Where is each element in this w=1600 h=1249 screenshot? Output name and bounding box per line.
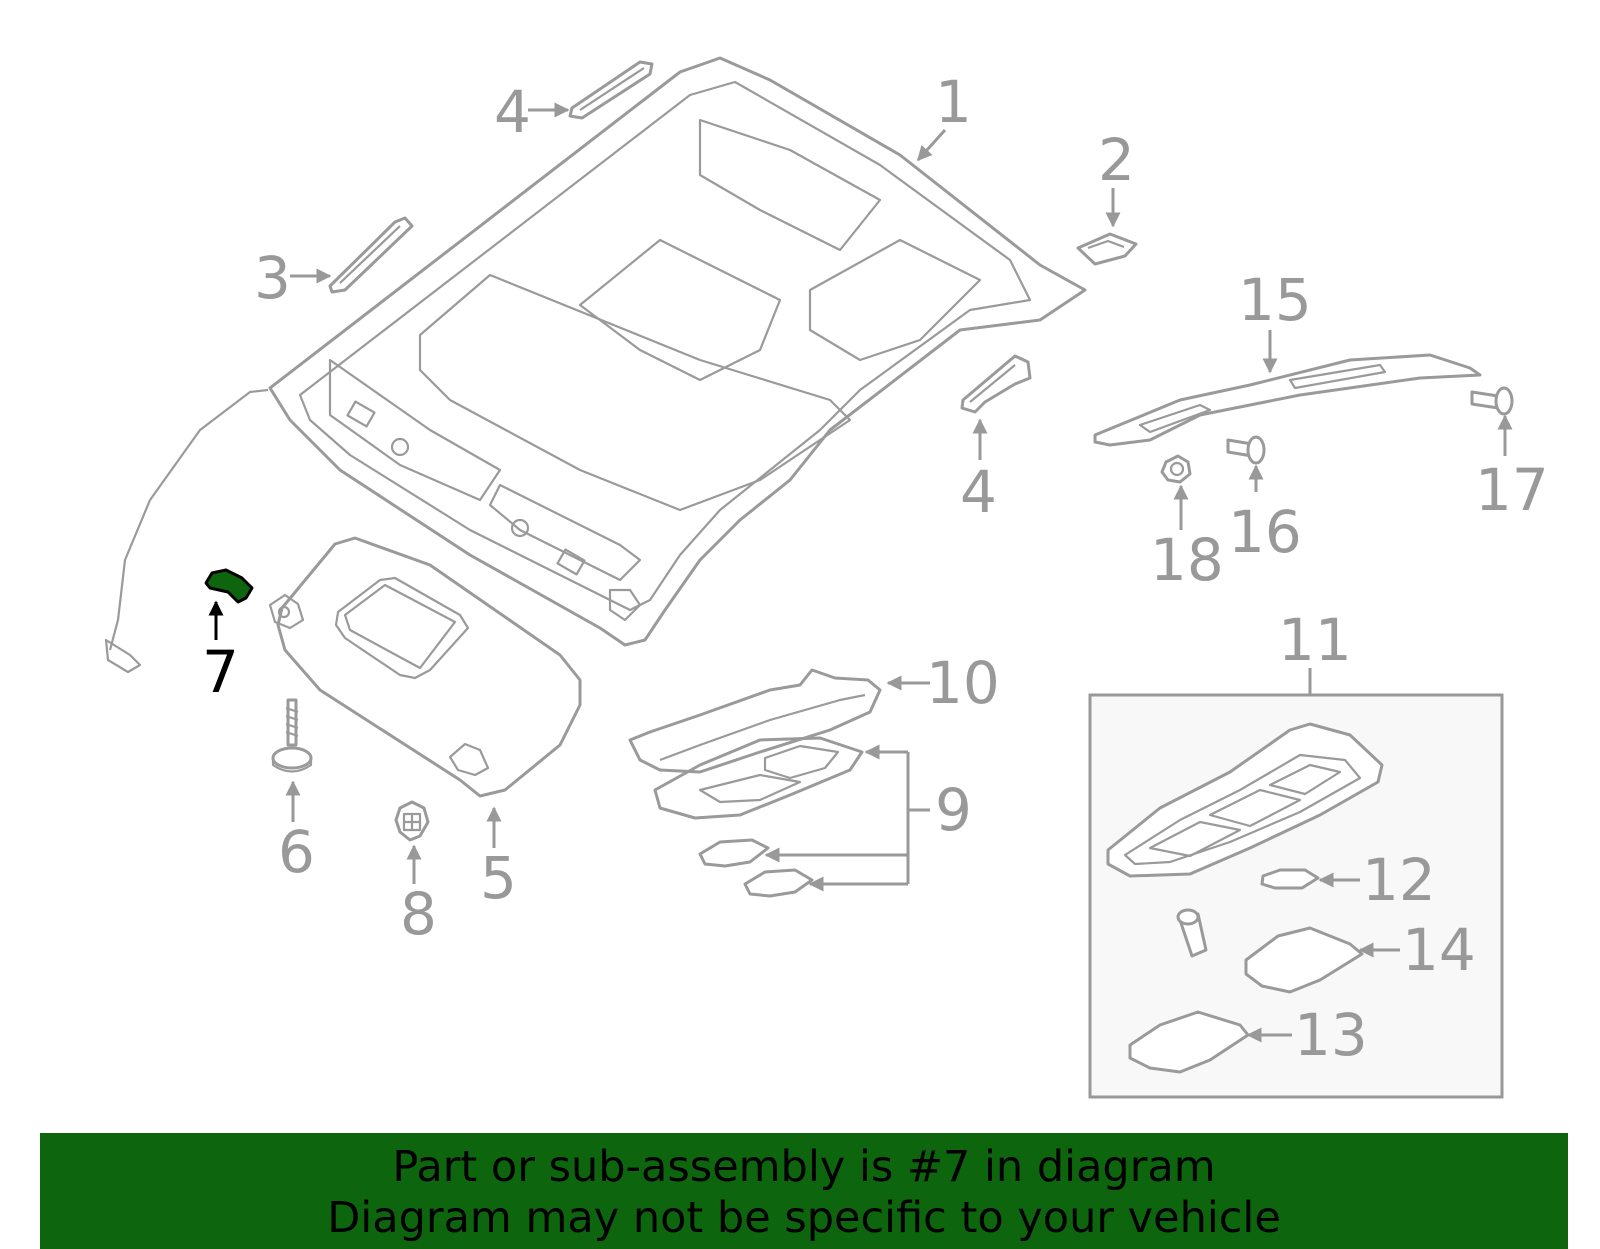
callout-12: 12: [1362, 846, 1436, 914]
callout-7: 7: [202, 638, 239, 706]
leader-lines: [208, 102, 1513, 1043]
visor-clip-part-7: [204, 568, 254, 604]
callout-10: 10: [926, 649, 1000, 717]
callout-14: 14: [1402, 916, 1476, 984]
callout-18: 18: [1150, 526, 1224, 594]
overhead-console-part-9: [653, 736, 864, 898]
callout-6: 6: [278, 818, 315, 886]
console-bracket-part-10: [628, 668, 882, 774]
callout-4-top: 4: [494, 78, 531, 146]
nut-part-18: [1160, 454, 1192, 484]
callout-5: 5: [480, 844, 517, 912]
grab-handle-part-3: [328, 216, 414, 294]
banner-line-disclaimer: Diagram may not be specific to your vehi…: [327, 1193, 1281, 1243]
callout-16: 16: [1228, 498, 1302, 566]
clip-part-2: [1076, 232, 1138, 266]
callout-17: 17: [1475, 456, 1549, 524]
callout-numbers: 1 2 3 4 4 5 6 7 8 9 10 11 12 13 14 15 16…: [202, 68, 1549, 1069]
screw-part-6: [271, 698, 313, 773]
push-clip-part-17: [1470, 386, 1514, 416]
headliner-part-1: [104, 56, 1087, 674]
grab-handle-part-4-top: [568, 60, 654, 120]
callout-3: 3: [254, 244, 291, 312]
callout-15: 15: [1238, 266, 1312, 334]
callout-1: 1: [935, 68, 972, 136]
lamp-assembly-box-part-11: [1088, 693, 1504, 1099]
callout-9: 9: [935, 776, 972, 844]
grab-handle-part-4-right: [960, 354, 1032, 414]
callout-2: 2: [1098, 126, 1135, 194]
banner-line-part-number: Part or sub-assembly is #7 in diagram: [392, 1142, 1216, 1192]
callout-8: 8: [400, 880, 437, 948]
callout-13: 13: [1294, 1001, 1368, 1069]
trim-panel-part-15: [1093, 353, 1482, 447]
grommet-part-8: [394, 800, 430, 842]
info-banner: Part or sub-assembly is #7 in diagram Di…: [40, 1133, 1568, 1249]
sun-visor-part-5: [268, 536, 582, 798]
push-clip-part-16: [1226, 435, 1266, 465]
callout-11: 11: [1278, 606, 1352, 674]
callout-4-right: 4: [960, 458, 997, 526]
